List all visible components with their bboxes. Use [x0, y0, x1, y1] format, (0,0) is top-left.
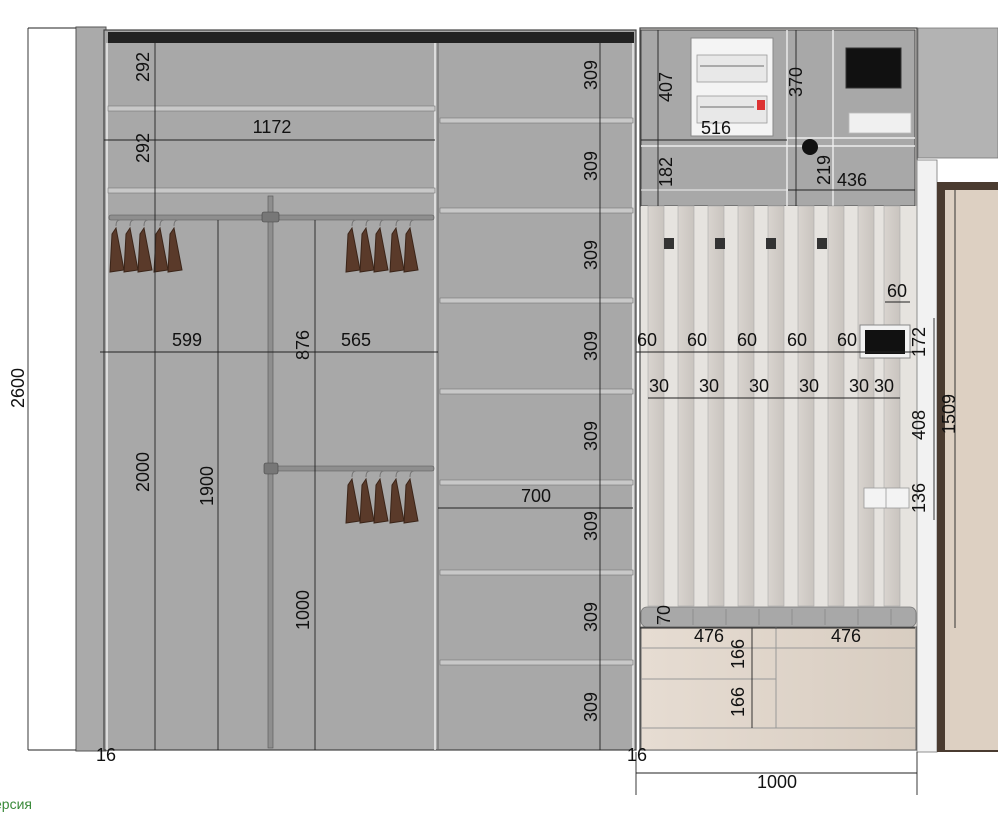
- slat: [827, 205, 845, 607]
- dim-hook-module: 60: [837, 330, 857, 350]
- shelf-board: [439, 297, 634, 304]
- shelf-board: [439, 479, 634, 486]
- dim-slat-gap: 30: [699, 376, 719, 396]
- slat: [707, 205, 725, 607]
- dim-panel-left: 16: [96, 745, 116, 765]
- dim-hook-module: 60: [637, 330, 657, 350]
- top-rail: [108, 32, 634, 43]
- slat: [883, 205, 901, 607]
- dim-hall-width: 1000: [757, 772, 797, 792]
- dim-wardrobe-width: 1172: [253, 117, 292, 137]
- dim-slat-gap: 30: [874, 376, 894, 396]
- dim-drawer-width-left: 476: [694, 626, 724, 646]
- dim-shelf-width: 700: [521, 486, 551, 506]
- bench-cushion: [640, 606, 917, 628]
- shelf-board: [439, 388, 634, 395]
- shelf-board: [439, 207, 634, 214]
- dim-hook-module: 60: [737, 330, 757, 350]
- slats: [647, 205, 901, 607]
- dim-shelf-step: 309: [581, 60, 601, 90]
- dim-panel-right: 16: [627, 745, 647, 765]
- dim-right-width: 565: [341, 330, 371, 350]
- dim-shelf-step: 309: [581, 240, 601, 270]
- dim-hook-module-top: 60: [887, 281, 907, 301]
- coat-hook: [817, 238, 827, 249]
- hanger: [403, 470, 419, 524]
- dimension-labels: 2600 292 292 1172 599 565 876 2000 1900 …: [8, 52, 959, 792]
- dim-cabinet-c-height: 182: [656, 157, 676, 187]
- coat-hook: [715, 238, 725, 249]
- dimension-lines: [27, 27, 956, 795]
- slat: [677, 205, 695, 607]
- bench-tufts: [659, 609, 892, 625]
- dim-top-shelf-a: 292: [133, 52, 153, 82]
- hanger: [137, 219, 153, 273]
- dim-cabinet-a-height: 407: [656, 72, 676, 102]
- hangers-group: [109, 219, 419, 524]
- drawer-cabinet: [640, 626, 917, 751]
- shelf-stack: [439, 117, 634, 666]
- clothes-rails: [108, 195, 435, 749]
- shelf-board: [439, 659, 634, 666]
- dim-left-width: 599: [172, 330, 202, 350]
- coat-hook: [664, 238, 674, 249]
- dim-switch-gap: 408: [909, 410, 929, 440]
- door-leaf: [945, 190, 998, 750]
- dim-drawer-height-top: 166: [728, 639, 748, 669]
- right-wall-top: [917, 27, 998, 159]
- slat: [647, 205, 665, 607]
- dim-slat-gap: 30: [749, 376, 769, 396]
- dim-slat-gap: 30: [649, 376, 669, 396]
- dim-cabinet-d-height: 219: [814, 155, 834, 185]
- dim-top-shelf-b: 292: [133, 133, 153, 163]
- dim-slat-gap: 30: [799, 376, 819, 396]
- dim-drawer-width-right: 476: [831, 626, 861, 646]
- dim-cabinet-b-height: 370: [786, 67, 806, 97]
- hanger: [167, 219, 183, 273]
- dim-hook-module: 60: [687, 330, 707, 350]
- dim-slat-gap: 30: [849, 376, 869, 396]
- dim-shelf-step: 309: [581, 331, 601, 361]
- dim-cabinet-d-width: 436: [837, 170, 867, 190]
- footer-label: ерсия: [0, 796, 32, 812]
- dim-shelf-step: 309: [581, 151, 601, 181]
- dim-drawer-height-bottom: 166: [728, 687, 748, 717]
- dim-cabinet-a-width: 516: [701, 118, 731, 138]
- slat: [857, 205, 875, 607]
- dim-hook-module: 60: [787, 330, 807, 350]
- left-top-shelves: [107, 105, 436, 194]
- dim-shelf-step: 309: [581, 602, 601, 632]
- slat: [767, 205, 785, 607]
- socket-block-panel: [863, 487, 910, 509]
- hanger: [403, 219, 419, 273]
- dim-socket-height: 136: [909, 483, 929, 513]
- dim-panel-height: 1509: [939, 394, 959, 434]
- dim-shelf-step: 309: [581, 511, 601, 541]
- dim-upper-rail: 876: [293, 330, 313, 360]
- shelf-board: [439, 569, 634, 576]
- hanger: [373, 470, 389, 524]
- shelf-board: [439, 117, 634, 124]
- dim-bench-height: 70: [654, 605, 674, 625]
- slat: [797, 205, 815, 607]
- socket-block-top: [848, 112, 912, 134]
- dim-total-height: 2600: [8, 368, 28, 408]
- dim-rail-height: 1900: [197, 466, 217, 506]
- wall-left: [75, 26, 107, 752]
- dim-shelf-step: 309: [581, 421, 601, 451]
- dim-switch-height: 172: [909, 327, 929, 357]
- dim-lower-rail: 1000: [293, 590, 313, 630]
- coat-hook: [766, 238, 776, 249]
- coat-hooks: [664, 238, 827, 249]
- dim-shelf-step: 309: [581, 692, 601, 722]
- intercom-screen: [845, 47, 902, 89]
- dim-full-height: 2000: [133, 452, 153, 492]
- hanger: [373, 219, 389, 273]
- hall-unit: [639, 27, 918, 751]
- slat: [737, 205, 755, 607]
